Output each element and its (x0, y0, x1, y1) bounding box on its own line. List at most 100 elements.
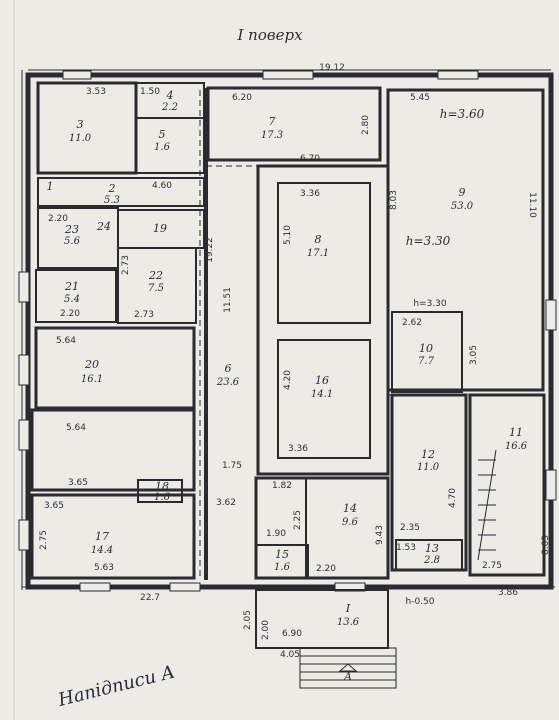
room-number: 16 (315, 374, 329, 387)
dim: 2.75 (39, 530, 49, 550)
dim: 5.45 (410, 93, 430, 103)
staircase (477, 449, 497, 561)
room-number: 9 (459, 186, 466, 199)
dim-bottom-right: 3.86 (498, 588, 518, 598)
dim: 3.36 (288, 444, 308, 454)
room-area: 53.0 (451, 201, 474, 212)
dim: 6.20 (232, 93, 252, 103)
dim: 2.35 (400, 523, 420, 533)
dim: 2.05 (243, 610, 253, 630)
room-area: 9.6 (342, 517, 359, 528)
room-number: 19 (153, 222, 167, 235)
porch-arrow-icon (338, 663, 358, 672)
dim: 3.65 (68, 478, 88, 488)
dim: 11.51 (223, 287, 233, 313)
room-number: 6 (225, 362, 232, 375)
dim: 4.70 (448, 488, 458, 508)
dim: 2.73 (134, 310, 154, 320)
room-number: 10 (419, 342, 433, 355)
room-number: 22 (148, 269, 163, 282)
room-labels: 3 11.0 4 2.2 5 1.6 7 17.3 9 53.0 2 5.3 1… (47, 89, 528, 628)
room-number: 14 (343, 502, 357, 515)
room-area: 7.5 (148, 283, 164, 294)
room-area: 11.0 (417, 462, 440, 473)
room-number: 24 (96, 220, 111, 233)
room-area: 14.1 (311, 389, 333, 400)
dim: 2.62 (402, 318, 422, 328)
interior-walls (30, 81, 546, 689)
dim: 11.10 (527, 192, 537, 218)
room-area: 16.6 (505, 441, 528, 452)
room-area: 23.6 (216, 377, 240, 388)
room-area: 14.4 (91, 545, 113, 556)
room-number: 13 (425, 542, 439, 555)
dim: h=3.30 (413, 299, 447, 309)
room-area: 11.0 (69, 133, 92, 144)
room-area: 5.3 (104, 195, 120, 206)
room-area: 7.7 (418, 356, 435, 367)
room-number: 18 (155, 480, 169, 493)
room-number: 4 (166, 89, 174, 102)
room-number: 8 (315, 233, 322, 246)
dim: 2.25 (293, 510, 303, 530)
dim: 2.20 (48, 214, 68, 224)
room-area: 1.6 (154, 492, 171, 503)
room-number: 23 (64, 223, 79, 236)
dim: 19.22 (205, 237, 215, 263)
dim: 1.50 (140, 87, 160, 97)
dim: 9.43 (375, 525, 385, 545)
room-number: 7 (269, 115, 276, 128)
dim: 1.90 (266, 529, 286, 539)
dim: h-0.50 (406, 597, 435, 607)
dim: 6.90 (282, 629, 302, 639)
dim: 1.53 (396, 543, 416, 553)
dim: 4.60 (152, 181, 172, 191)
dim: 3.36 (300, 189, 320, 199)
room-number: I (345, 602, 351, 615)
room-area: 2.8 (423, 555, 440, 566)
room-area: 2.2 (161, 102, 178, 113)
room-number: 5 (159, 128, 166, 141)
dim: 3.05 (469, 345, 479, 365)
dim: 6.70 (300, 154, 320, 164)
room-number: 1 (47, 180, 54, 193)
plan-title: I поверх (236, 26, 303, 44)
room-area: 1.6 (274, 562, 291, 573)
room-area: 1.6 (154, 142, 171, 153)
dim: 2.00 (261, 620, 271, 640)
dim: 2.75 (482, 561, 502, 571)
dim: 1.82 (272, 481, 292, 491)
room-area: 16.1 (81, 374, 103, 385)
room-number: 21 (64, 280, 79, 293)
height-room-9: h=3.60 (440, 107, 485, 121)
dim-overall-top: 19.12 (319, 63, 345, 73)
dim: 3.62 (216, 498, 236, 508)
room-number: 15 (275, 548, 289, 561)
dim: 5.64 (56, 336, 76, 346)
room-area: 5.6 (64, 236, 81, 247)
dim: 8.03 (389, 190, 399, 210)
dim: 5.64 (66, 423, 86, 433)
dim: 3.53 (86, 87, 106, 97)
dim: 4.20 (283, 370, 293, 390)
room-area: 17.3 (261, 130, 283, 141)
dim-overall-bottom: 22.7 (140, 593, 160, 603)
dimension-labels: 19.12 22.7 3.86 3.53 1.50 6.20 5.45 2.80… (39, 63, 551, 660)
dim: 2.80 (361, 115, 371, 135)
room-number: 11 (509, 426, 523, 439)
dim: 2.20 (60, 309, 80, 319)
room-area: 17.1 (307, 248, 329, 259)
room-number: 17 (95, 530, 109, 543)
room-area: 5.4 (64, 294, 80, 305)
room-number: 3 (77, 118, 84, 131)
room-number: 2 (108, 182, 116, 195)
dim: 1.75 (222, 461, 242, 471)
dim: 5.63 (94, 563, 114, 573)
dim: 5.10 (283, 225, 293, 245)
room-number: 12 (421, 448, 435, 461)
room-number: 20 (84, 358, 99, 371)
dim: 2.20 (316, 564, 336, 574)
dim: 3.65 (44, 501, 64, 511)
